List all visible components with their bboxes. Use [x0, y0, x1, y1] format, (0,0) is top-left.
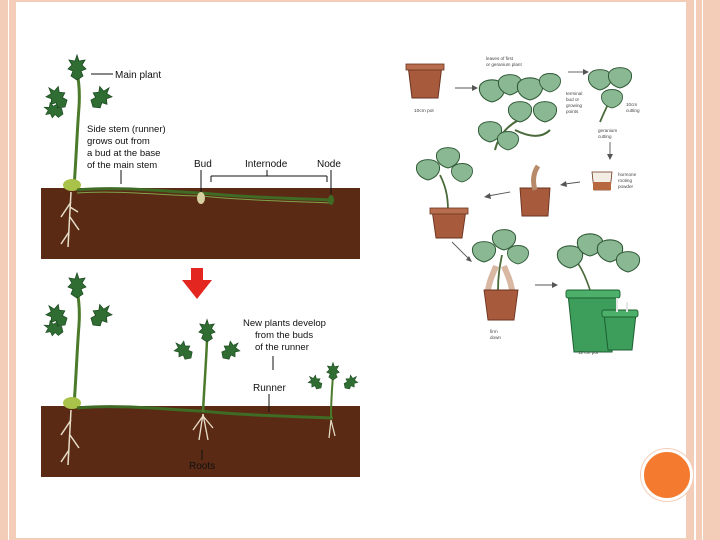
label-terminal-3: growing	[566, 103, 583, 108]
label-geranium-2: cutting	[598, 134, 612, 139]
label-firm-1: firm	[490, 329, 498, 334]
potted-cutting	[416, 148, 472, 238]
label-side-stem-1: Side stem (runner)	[87, 124, 166, 135]
slide-frame-right	[686, 0, 720, 540]
runner-diagram-before: Main plant Side stem (runner) grows out …	[41, 52, 360, 259]
node	[328, 195, 334, 205]
label-new-plants-1: New plants develop	[243, 318, 326, 329]
label-bud: Bud	[194, 159, 212, 170]
slide-frame-top	[16, 0, 686, 2]
label-firm-2: down	[490, 335, 501, 340]
label-side-stem-3: a bud at the base	[87, 148, 160, 159]
label-terminal-1: terminal	[566, 91, 582, 96]
label-cutting-2: cutting	[626, 108, 640, 113]
cuttings-diagram: 10cm pot leaves of first or geranium pla…	[400, 50, 650, 360]
label-pot: 10cm pot	[414, 108, 434, 114]
green-pots	[557, 234, 639, 352]
label-side-stem-4: of the main stem	[87, 160, 157, 171]
dipped-cutting-pot	[520, 166, 550, 216]
label-geranium-1: geranium	[598, 128, 617, 133]
label-cutting-1: 10cm	[626, 102, 637, 107]
label-parent-1: leaves of first	[486, 56, 514, 61]
label-hormone-3: powder	[618, 184, 634, 189]
label-hormone-2: rooting	[618, 178, 632, 183]
parent-geranium-plant	[478, 74, 560, 151]
main-plant-stem	[74, 72, 79, 187]
label-roots: Roots	[189, 461, 215, 472]
label-terminal-4: points	[566, 109, 579, 114]
label-main-plant: Main plant	[115, 70, 161, 81]
firmed-cutting	[472, 230, 528, 320]
label-pot2: 12 cm pot	[578, 350, 599, 355]
label-new-plants-3: of the runner	[255, 342, 309, 353]
orange-circle-decoration	[641, 449, 693, 501]
label-parent-2: or geranium plant	[486, 62, 522, 67]
label-terminal-2: bud or	[566, 97, 579, 102]
label-runner: Runner	[253, 383, 286, 394]
slide-frame-left	[0, 0, 16, 540]
label-side-stem-2: grows out from	[87, 136, 150, 147]
label-internode: Internode	[245, 159, 288, 170]
runner-diagram-after: New plants develop from the buds of the …	[41, 270, 360, 477]
label-node: Node	[317, 159, 341, 170]
label-new-plants-2: from the buds	[255, 330, 313, 341]
geranium-cutting	[588, 68, 631, 122]
label-hormone-1: hormone	[618, 172, 637, 177]
bud	[197, 192, 205, 204]
